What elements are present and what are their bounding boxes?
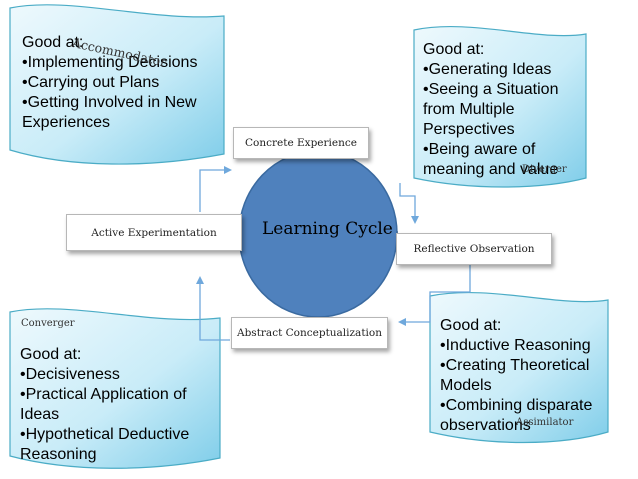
- diverger-line: Perspectives: [423, 121, 515, 138]
- converger-line: •Practical Application of: [20, 386, 187, 403]
- reflective-observation-box: Reflective Observation: [396, 233, 552, 265]
- arrow-abstract-to-active: [196, 276, 230, 341]
- diverger-name: Diverger: [522, 164, 567, 175]
- active-experimentation-box: Active Experimentation: [66, 214, 242, 251]
- arrow-active-to-concrete: [199, 166, 232, 212]
- diverger-line: •Seeing a Situation: [423, 81, 559, 98]
- converger-text: Good at: •Decisiveness •Practical Applic…: [20, 345, 189, 465]
- accommodator-line: •Getting Involved in New: [22, 94, 197, 111]
- assimilator-line: Models: [440, 377, 492, 394]
- diverger-banner: [413, 25, 587, 188]
- converger-line: Good at:: [20, 346, 82, 363]
- accommodator-line: •Implementing Decisions: [22, 54, 198, 71]
- diverger-line: •Being aware of: [423, 141, 536, 158]
- assimilator-banner: [429, 291, 609, 444]
- assimilator-text: Good at: •Inductive Reasoning •Creating …: [440, 316, 592, 436]
- active-experimentation-label: Active Experimentation: [91, 226, 217, 239]
- converger-line: •Hypothetical Deductive: [20, 426, 190, 443]
- learning-cycle-label: Learning Cycle: [262, 219, 393, 239]
- converger-banner: [9, 308, 221, 469]
- assimilator-line: •Inductive Reasoning: [440, 337, 591, 354]
- accommodator-banner: [9, 4, 225, 165]
- arrow-reflective-to-abstract: [398, 260, 471, 326]
- arrow-concrete-to-reflective: [399, 183, 419, 224]
- converger-line: Reasoning: [20, 446, 97, 463]
- accommodator-line: Experiences: [22, 114, 111, 131]
- assimilator-line: •Combining disparate: [440, 397, 593, 414]
- accommodator-text: Good at: •Implementing Decisions •Carryi…: [22, 33, 197, 133]
- diverger-line: from Multiple: [423, 101, 515, 118]
- diverger-line: meaning and value: [423, 161, 559, 178]
- diverger-line: Good at:: [423, 41, 485, 58]
- converger-line: •Decisiveness: [20, 366, 120, 383]
- accommodator-line: •Carrying out Plans: [22, 74, 160, 91]
- reflective-observation-label: Reflective Observation: [413, 243, 535, 255]
- assimilator-line: observations: [440, 417, 531, 434]
- converger-name: Converger: [21, 318, 75, 329]
- converger-line: Ideas: [20, 406, 60, 423]
- abstract-conceptualization-box: Abstract Conceptualization: [231, 317, 388, 349]
- concrete-experience-label: Concrete Experience: [245, 137, 357, 149]
- assimilator-line: •Creating Theoretical: [440, 357, 590, 374]
- assimilator-line: Good at:: [440, 317, 502, 334]
- concrete-experience-box: Concrete Experience: [233, 127, 369, 159]
- accommodator-line: Good at:: [22, 34, 84, 51]
- diverger-line: •Generating Ideas: [423, 61, 552, 78]
- diverger-text: Good at: •Generating Ideas •Seeing a Sit…: [423, 40, 558, 180]
- assimilator-name: Assimilator: [516, 417, 574, 428]
- abstract-conceptualization-label: Abstract Conceptualization: [237, 327, 382, 339]
